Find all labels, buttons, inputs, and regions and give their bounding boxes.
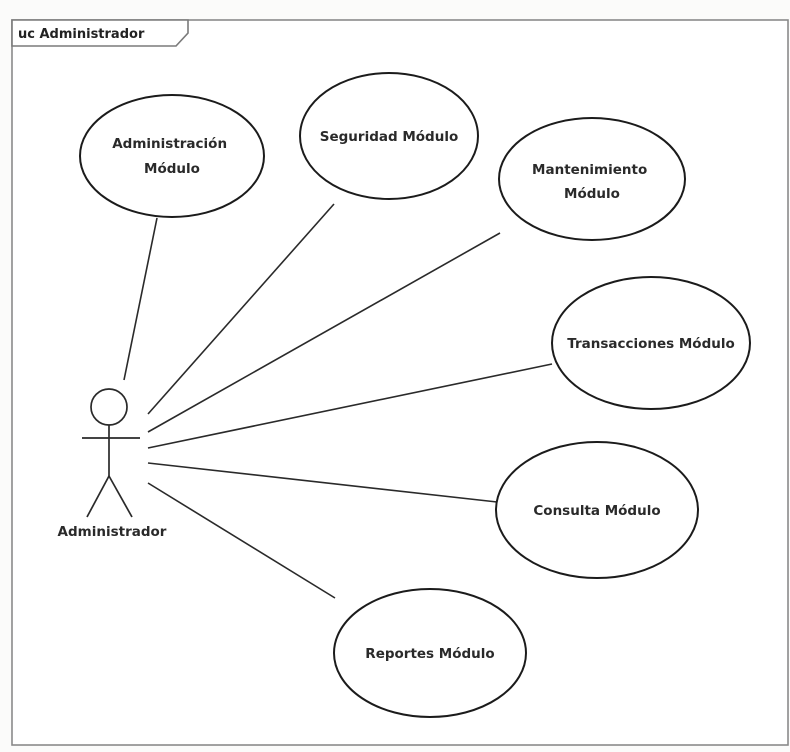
association-consulta xyxy=(147,462,498,503)
usecase-mantenimiento-label: Mantenimiento Módulo xyxy=(532,162,652,202)
association-seguridad xyxy=(147,203,335,415)
frame-title: uc Administrador xyxy=(18,27,145,42)
actor-administrador[interactable]: Administrador xyxy=(58,388,167,540)
usecase-transacciones-shape xyxy=(551,276,751,410)
usecase-consulta-label: Consulta Módulo xyxy=(533,503,660,519)
frame-title-tab xyxy=(11,19,189,47)
usecase-transacciones[interactable]: Transacciones Módulo xyxy=(551,276,751,410)
usecase-transacciones-label: Transacciones Módulo xyxy=(567,336,735,352)
usecase-mantenimiento-shape xyxy=(498,117,686,241)
usecase-administracion-label: Administración Módulo xyxy=(112,136,232,177)
association-administracion xyxy=(123,217,158,381)
usecase-mantenimiento[interactable]: Mantenimiento Módulo xyxy=(498,117,686,241)
actor-right-leg xyxy=(108,475,133,518)
association-reportes xyxy=(147,482,336,599)
usecase-consulta[interactable]: Consulta Módulo xyxy=(495,441,699,579)
association-mantenimiento xyxy=(147,232,501,433)
actor-name: Administrador xyxy=(58,524,167,540)
usecase-administracion-shape xyxy=(79,94,265,218)
usecase-reportes[interactable]: Reportes Módulo xyxy=(333,588,527,718)
actor-left-leg xyxy=(86,475,110,518)
usecase-seguridad[interactable]: Seguridad Módulo xyxy=(299,72,479,200)
usecase-administracion[interactable]: Administración Módulo xyxy=(79,94,265,218)
usecase-reportes-shape xyxy=(333,588,527,718)
usecase-reportes-label: Reportes Módulo xyxy=(365,646,494,662)
usecase-seguridad-shape xyxy=(299,72,479,200)
association-transacciones xyxy=(147,363,553,449)
usecase-consulta-shape xyxy=(495,441,699,579)
usecase-seguridad-label: Seguridad Módulo xyxy=(320,129,458,145)
